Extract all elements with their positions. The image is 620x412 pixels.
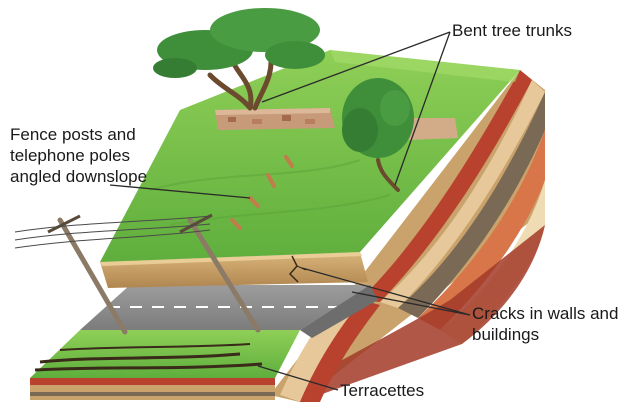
- label-terracettes: Terracettes: [340, 381, 425, 400]
- telephone-poles: [14, 213, 261, 335]
- road: [80, 285, 378, 338]
- retaining-wall: [100, 252, 368, 288]
- label-cracks: Cracks in walls and buildings: [472, 304, 619, 344]
- big-tree: [153, 8, 325, 111]
- small-tree: [342, 78, 414, 192]
- lower-grass: [30, 330, 300, 378]
- label-bent-tree-trunks: Bent tree trunks: [452, 21, 573, 40]
- label-fence-posts: Fence posts and telephone poles angled d…: [10, 125, 148, 186]
- stone-walls: [215, 108, 458, 140]
- leader-lines: [109, 31, 471, 391]
- front-strip: [30, 378, 275, 400]
- fence-posts: [230, 155, 294, 230]
- upper-slope: [100, 50, 520, 262]
